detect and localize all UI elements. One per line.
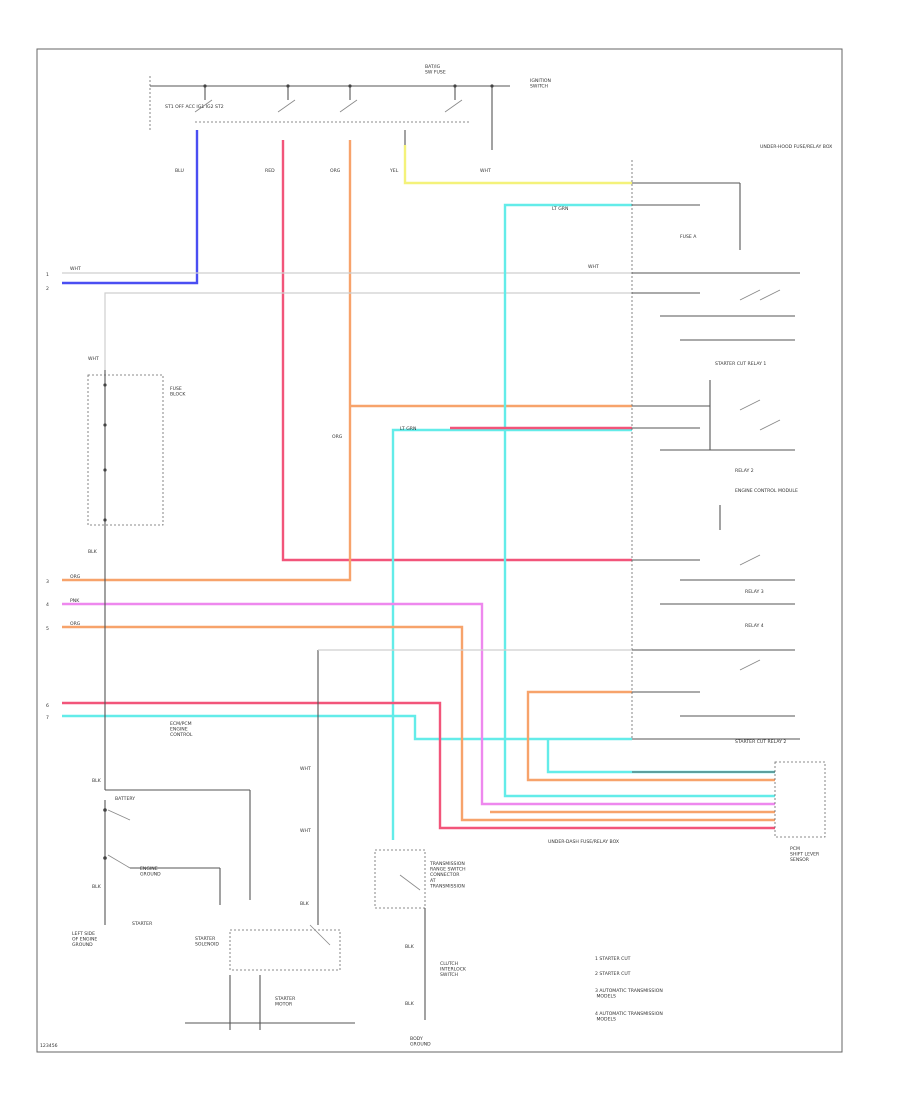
wire-orange-1 — [62, 140, 352, 582]
label-blk-starter: BLK — [300, 901, 310, 907]
fuse-block — [87, 370, 164, 790]
label-org-left: ORG — [70, 574, 81, 580]
starter-circuit — [103, 649, 632, 1030]
pcm-connector — [632, 761, 826, 838]
wire-cyan-2 — [391, 428, 632, 840]
label-pnk: PNK — [70, 598, 80, 604]
label-wht: WHT — [480, 168, 491, 174]
starter-cut-relay-2-label: STARTER CUT RELAY 2 — [735, 739, 786, 745]
svg-text:6: 6 — [46, 703, 49, 709]
label-red: RED — [265, 168, 275, 174]
label-org-2: ORG — [332, 434, 343, 440]
label-wht-clutch-2: WHT — [300, 828, 311, 834]
label-blk-trans: BLK — [405, 944, 415, 950]
battery-label: BATTERY — [115, 796, 135, 802]
switch-positions-label: ST1 OFF ACC IG1 IG2 ST2 — [165, 104, 224, 110]
label-yel: YEL — [389, 168, 399, 174]
svg-text:2: 2 — [46, 286, 49, 292]
label-wht-fuse: WHT — [88, 356, 99, 362]
legend-2: 2 STARTER CUT — [595, 971, 631, 977]
wire-cyan-3 — [62, 714, 632, 741]
label-wht-clutch: WHT — [300, 766, 311, 772]
relay-3-label: RELAY 3 — [745, 589, 764, 595]
legend-1: 1 STARTER CUT — [595, 956, 631, 962]
legend-4: 4 AUTOMATIC TRANSMISSION MODELS — [595, 1011, 663, 1023]
label-blk-batt: BLK — [92, 778, 102, 784]
svg-text:5: 5 — [46, 626, 49, 632]
wire-red-3 — [62, 701, 775, 830]
diagram-code: 123456 — [40, 1043, 58, 1049]
wire-orange-3 — [62, 625, 775, 822]
legend: 1 STARTER CUT 2 STARTER CUT 3 AUTOMATIC … — [595, 956, 663, 1023]
relay-4-label: RELAY 4 — [745, 623, 764, 629]
starter-label: STARTER — [132, 921, 153, 927]
left-connector-pins: 1 2 3 4 5 6 7 — [46, 272, 49, 721]
label-blk-body: BLK — [405, 1001, 415, 1007]
legend-3: 3 AUTOMATIC TRANSMISSION MODELS — [595, 988, 663, 1000]
wire-yellow — [403, 145, 632, 185]
fuse-a-label: FUSE A — [680, 234, 697, 240]
wire-orange-4 — [526, 690, 775, 782]
label-wht-right: WHT — [588, 264, 599, 270]
svg-text:3: 3 — [46, 579, 49, 585]
svg-text:4: 4 — [46, 602, 49, 608]
label-org: ORG — [330, 168, 341, 174]
label-blu: BLU — [175, 168, 184, 174]
transmission-range-switch — [374, 849, 426, 1020]
ignition-switch — [149, 76, 510, 150]
label-org-left-2: ORG — [70, 621, 81, 627]
wire-blue — [62, 130, 199, 285]
wire-white-2 — [104, 292, 632, 370]
under-hood-box — [631, 160, 800, 740]
wire-red — [281, 140, 632, 562]
relay-2-label: RELAY 2 — [735, 468, 754, 474]
label-blk-fuse: BLK — [88, 549, 98, 555]
starter-cut-relay-1-label: STARTER CUT RELAY 1 — [715, 361, 766, 367]
wire-pink — [62, 602, 775, 806]
engine-control-label: ENGINE CONTROL MODULE — [735, 488, 798, 494]
label-ltgrn-2: LT GRN — [400, 426, 416, 432]
diagram-frame — [36, 48, 843, 1053]
under-dash-label: UNDER-DASH FUSE/RELAY BOX — [548, 839, 619, 845]
wire-cyan-1 — [503, 203, 775, 798]
svg-text:1: 1 — [46, 272, 49, 278]
label-blk-ground: BLK — [92, 884, 102, 890]
svg-text:7: 7 — [46, 715, 49, 721]
label-wht-left: WHT — [70, 266, 81, 272]
under-hood-box-label: UNDER-HOOD FUSE/RELAY BOX — [760, 144, 832, 150]
label-ltgrn-1: LT GRN — [552, 206, 568, 212]
